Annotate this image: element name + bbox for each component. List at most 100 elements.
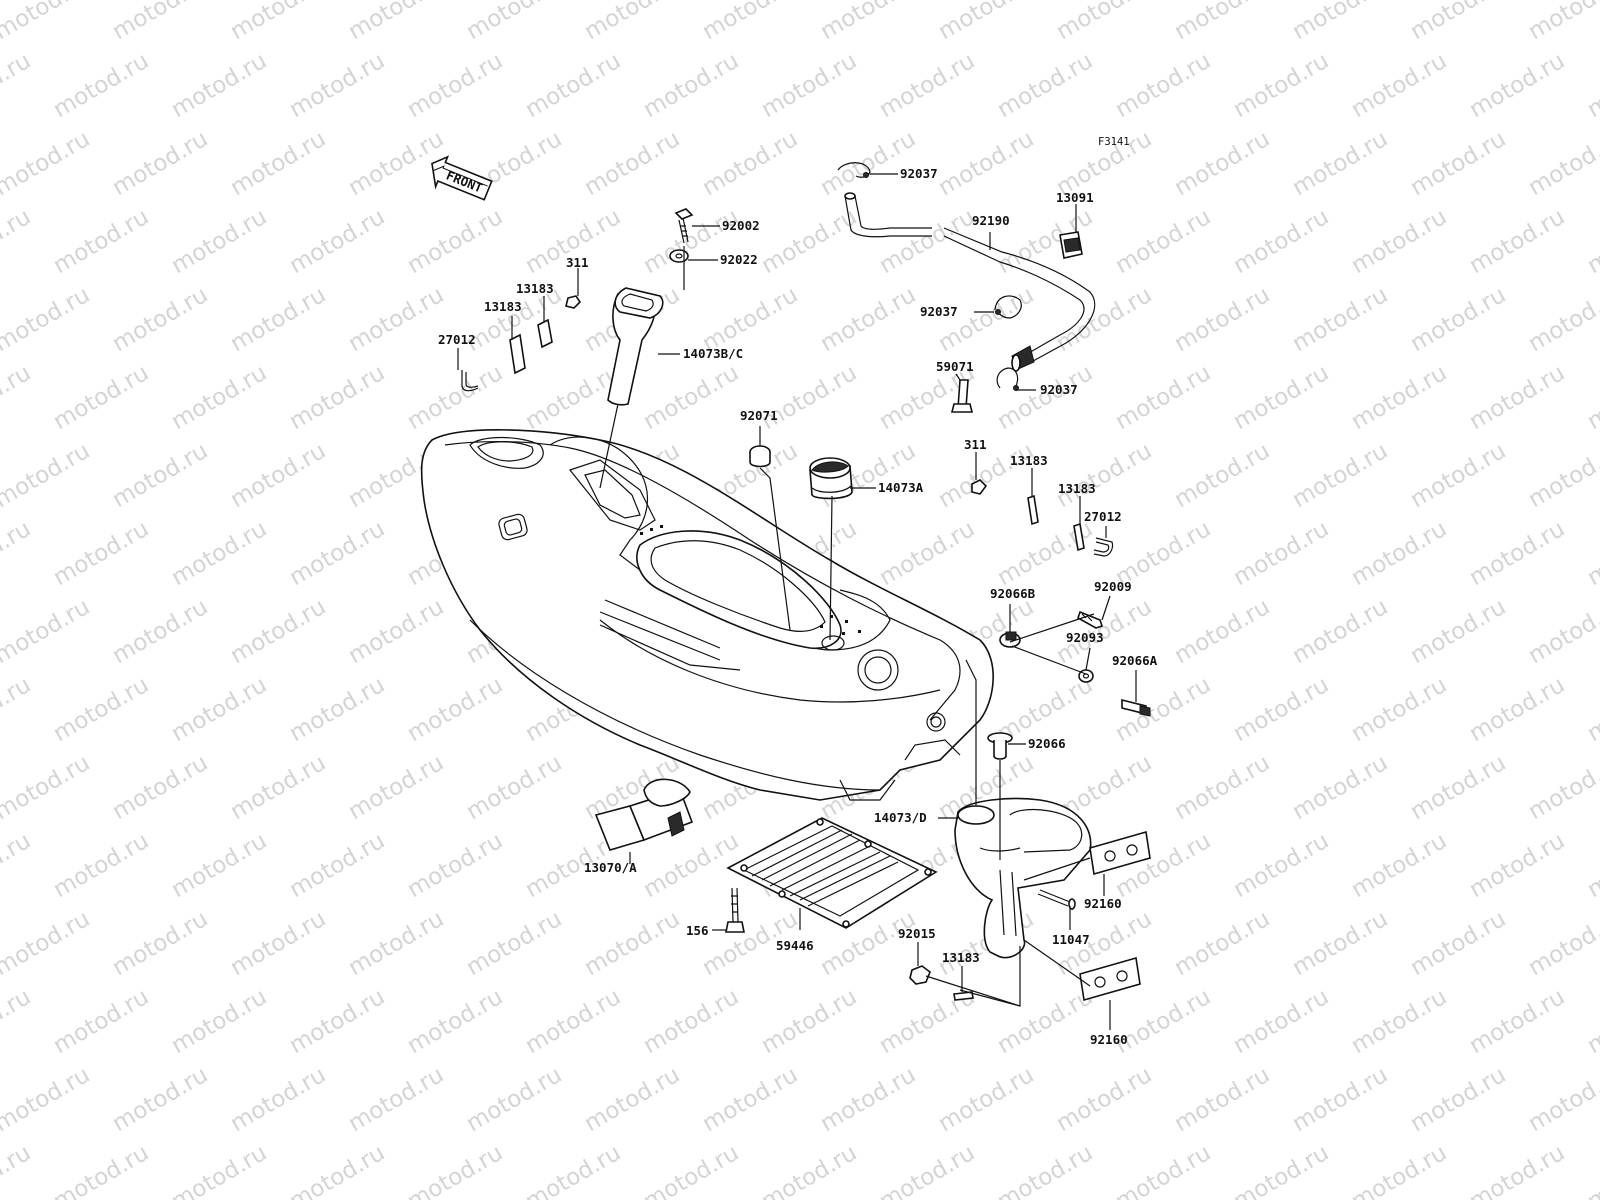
duct-14073a-icon [809, 457, 853, 500]
watermark-text: motod.ru [816, 0, 920, 45]
watermark-text: motod.ru [993, 360, 1097, 435]
watermark-text: motod.ru [1583, 48, 1600, 123]
watermark-text: motod.ru [1170, 906, 1274, 981]
watermark-text: motod.ru [1111, 1140, 1215, 1200]
watermark-text: motod.ru [1583, 516, 1600, 591]
watermark-text: motod.ru [0, 360, 35, 435]
bracket-13070a-icon [594, 778, 694, 851]
watermark-text: motod.ru [934, 1062, 1038, 1137]
watermark-text: motod.ru [993, 984, 1097, 1059]
watermark-text: motod.ru [1288, 126, 1392, 201]
plug-92066-icon [987, 732, 1013, 760]
label-59071: 59071 [936, 359, 974, 374]
watermark-text: motod.ru [1524, 282, 1600, 357]
watermark-text: motod.ru [344, 750, 448, 825]
watermark-text: motod.ru [167, 204, 271, 279]
duct-14073d-icon [954, 797, 1092, 959]
watermark-text: motod.ru [49, 48, 153, 123]
label-92002: 92002 [722, 218, 760, 233]
watermark-text: motod.ru [49, 672, 153, 747]
watermark-text: motod.ru [1465, 1140, 1569, 1200]
label-92066a: 92066A [1112, 653, 1158, 668]
watermark-text: motod.ru [1052, 282, 1156, 357]
watermark-text: motod.ru [1347, 828, 1451, 903]
watermark-text: motod.ru [1288, 0, 1392, 45]
watermark-text: motod.ru [226, 438, 330, 513]
front-arrow-icon: FRONT [431, 155, 493, 201]
watermark-text: motod.ru [108, 282, 212, 357]
watermark-text: motod.ru [1229, 516, 1333, 591]
watermark-text: motod.ru [1406, 126, 1510, 201]
watermark-text: motod.ru [993, 48, 1097, 123]
label-92190: 92190 [972, 213, 1010, 228]
watermark-text: motod.ru [580, 1062, 684, 1137]
watermark-text: motod.ru [285, 204, 389, 279]
clamp-92037-top-icon [837, 162, 871, 178]
watermark-text: motod.ru [1170, 0, 1274, 45]
watermark-text: motod.ru [0, 0, 94, 45]
watermark-text: motod.ru [1465, 828, 1569, 903]
watermark-text: motod.ru [1347, 360, 1451, 435]
label-92037-top: 92037 [900, 166, 938, 181]
label-14073bc: 14073B/C [683, 346, 743, 361]
watermark-text: motod.ru [1465, 516, 1569, 591]
watermark-text: motod.ru [1347, 672, 1451, 747]
watermark-text: motod.ru [1347, 204, 1451, 279]
watermark-text: motod.ru [757, 984, 861, 1059]
watermark-text: motod.ru [580, 906, 684, 981]
watermark-text: motod.ru [875, 48, 979, 123]
label-11047: 11047 [1052, 932, 1090, 947]
watermark-text: motod.ru [1524, 1062, 1600, 1137]
watermark-text: motod.ru [875, 516, 979, 591]
plate-92160-b-icon [1079, 956, 1141, 1002]
watermark-text: motod.ru [0, 438, 94, 513]
watermark-text: motod.ru [108, 750, 212, 825]
watermark-text: motod.ru [0, 516, 35, 591]
watermark-text: motod.ru [1465, 360, 1569, 435]
watermark-text: motod.ru [1111, 984, 1215, 1059]
watermark-text: motod.ru [1347, 48, 1451, 123]
watermark-text: motod.ru [875, 204, 979, 279]
watermark-text: motod.ru [285, 672, 389, 747]
watermark-text: motod.ru [285, 828, 389, 903]
watermark-text: motod.ru [226, 594, 330, 669]
diagram-code: F3141 [1098, 136, 1130, 148]
watermark-text: motod.ru [580, 0, 684, 45]
clip-27012-right-icon [1093, 537, 1114, 557]
watermark-text: motod.ru [1406, 282, 1510, 357]
watermark-text: motod.ru [580, 126, 684, 201]
watermark-text: motod.ru [1229, 360, 1333, 435]
nut-311-left-icon [565, 295, 582, 309]
hull-body [420, 429, 994, 801]
label-92009: 92009 [1094, 579, 1132, 594]
watermark-text: motod.ru [167, 1140, 271, 1200]
clip-27012-left-icon [461, 370, 479, 392]
watermark-text: motod.ru [1406, 750, 1510, 825]
watermark-text: motod.ru [0, 750, 94, 825]
label-92066b: 92066B [990, 586, 1036, 601]
clamp-92037-low-icon [996, 367, 1019, 389]
watermark-text: motod.ru [1052, 1062, 1156, 1137]
block-13091-icon [1059, 231, 1083, 259]
watermark-text: motod.ru [1288, 594, 1392, 669]
watermark-text: motod.ru [1524, 906, 1600, 981]
watermark-text: motod.ru [0, 48, 35, 123]
bolt-92002-icon [674, 208, 694, 244]
watermark-text: motod.ru [1347, 1140, 1451, 1200]
watermark-text: motod.ru [462, 906, 566, 981]
watermark-text: motod.ru [49, 360, 153, 435]
watermark-text: motod.ru [993, 1140, 1097, 1200]
watermark-text: motod.ru [639, 984, 743, 1059]
watermark-text: motod.ru [108, 0, 212, 45]
watermark-text: motod.ru [108, 1062, 212, 1137]
nut-311-right-icon [971, 479, 988, 495]
label-13091: 13091 [1056, 190, 1094, 205]
watermark-text: motod.ru [1406, 0, 1510, 45]
watermark-text: motod.ru [49, 828, 153, 903]
watermark-text: motod.ru [757, 1140, 861, 1200]
label-92066: 92066 [1028, 736, 1066, 751]
watermark-text: motod.ru [0, 126, 94, 201]
watermark-text: motod.ru [757, 48, 861, 123]
watermark-text: motod.ru [344, 594, 448, 669]
